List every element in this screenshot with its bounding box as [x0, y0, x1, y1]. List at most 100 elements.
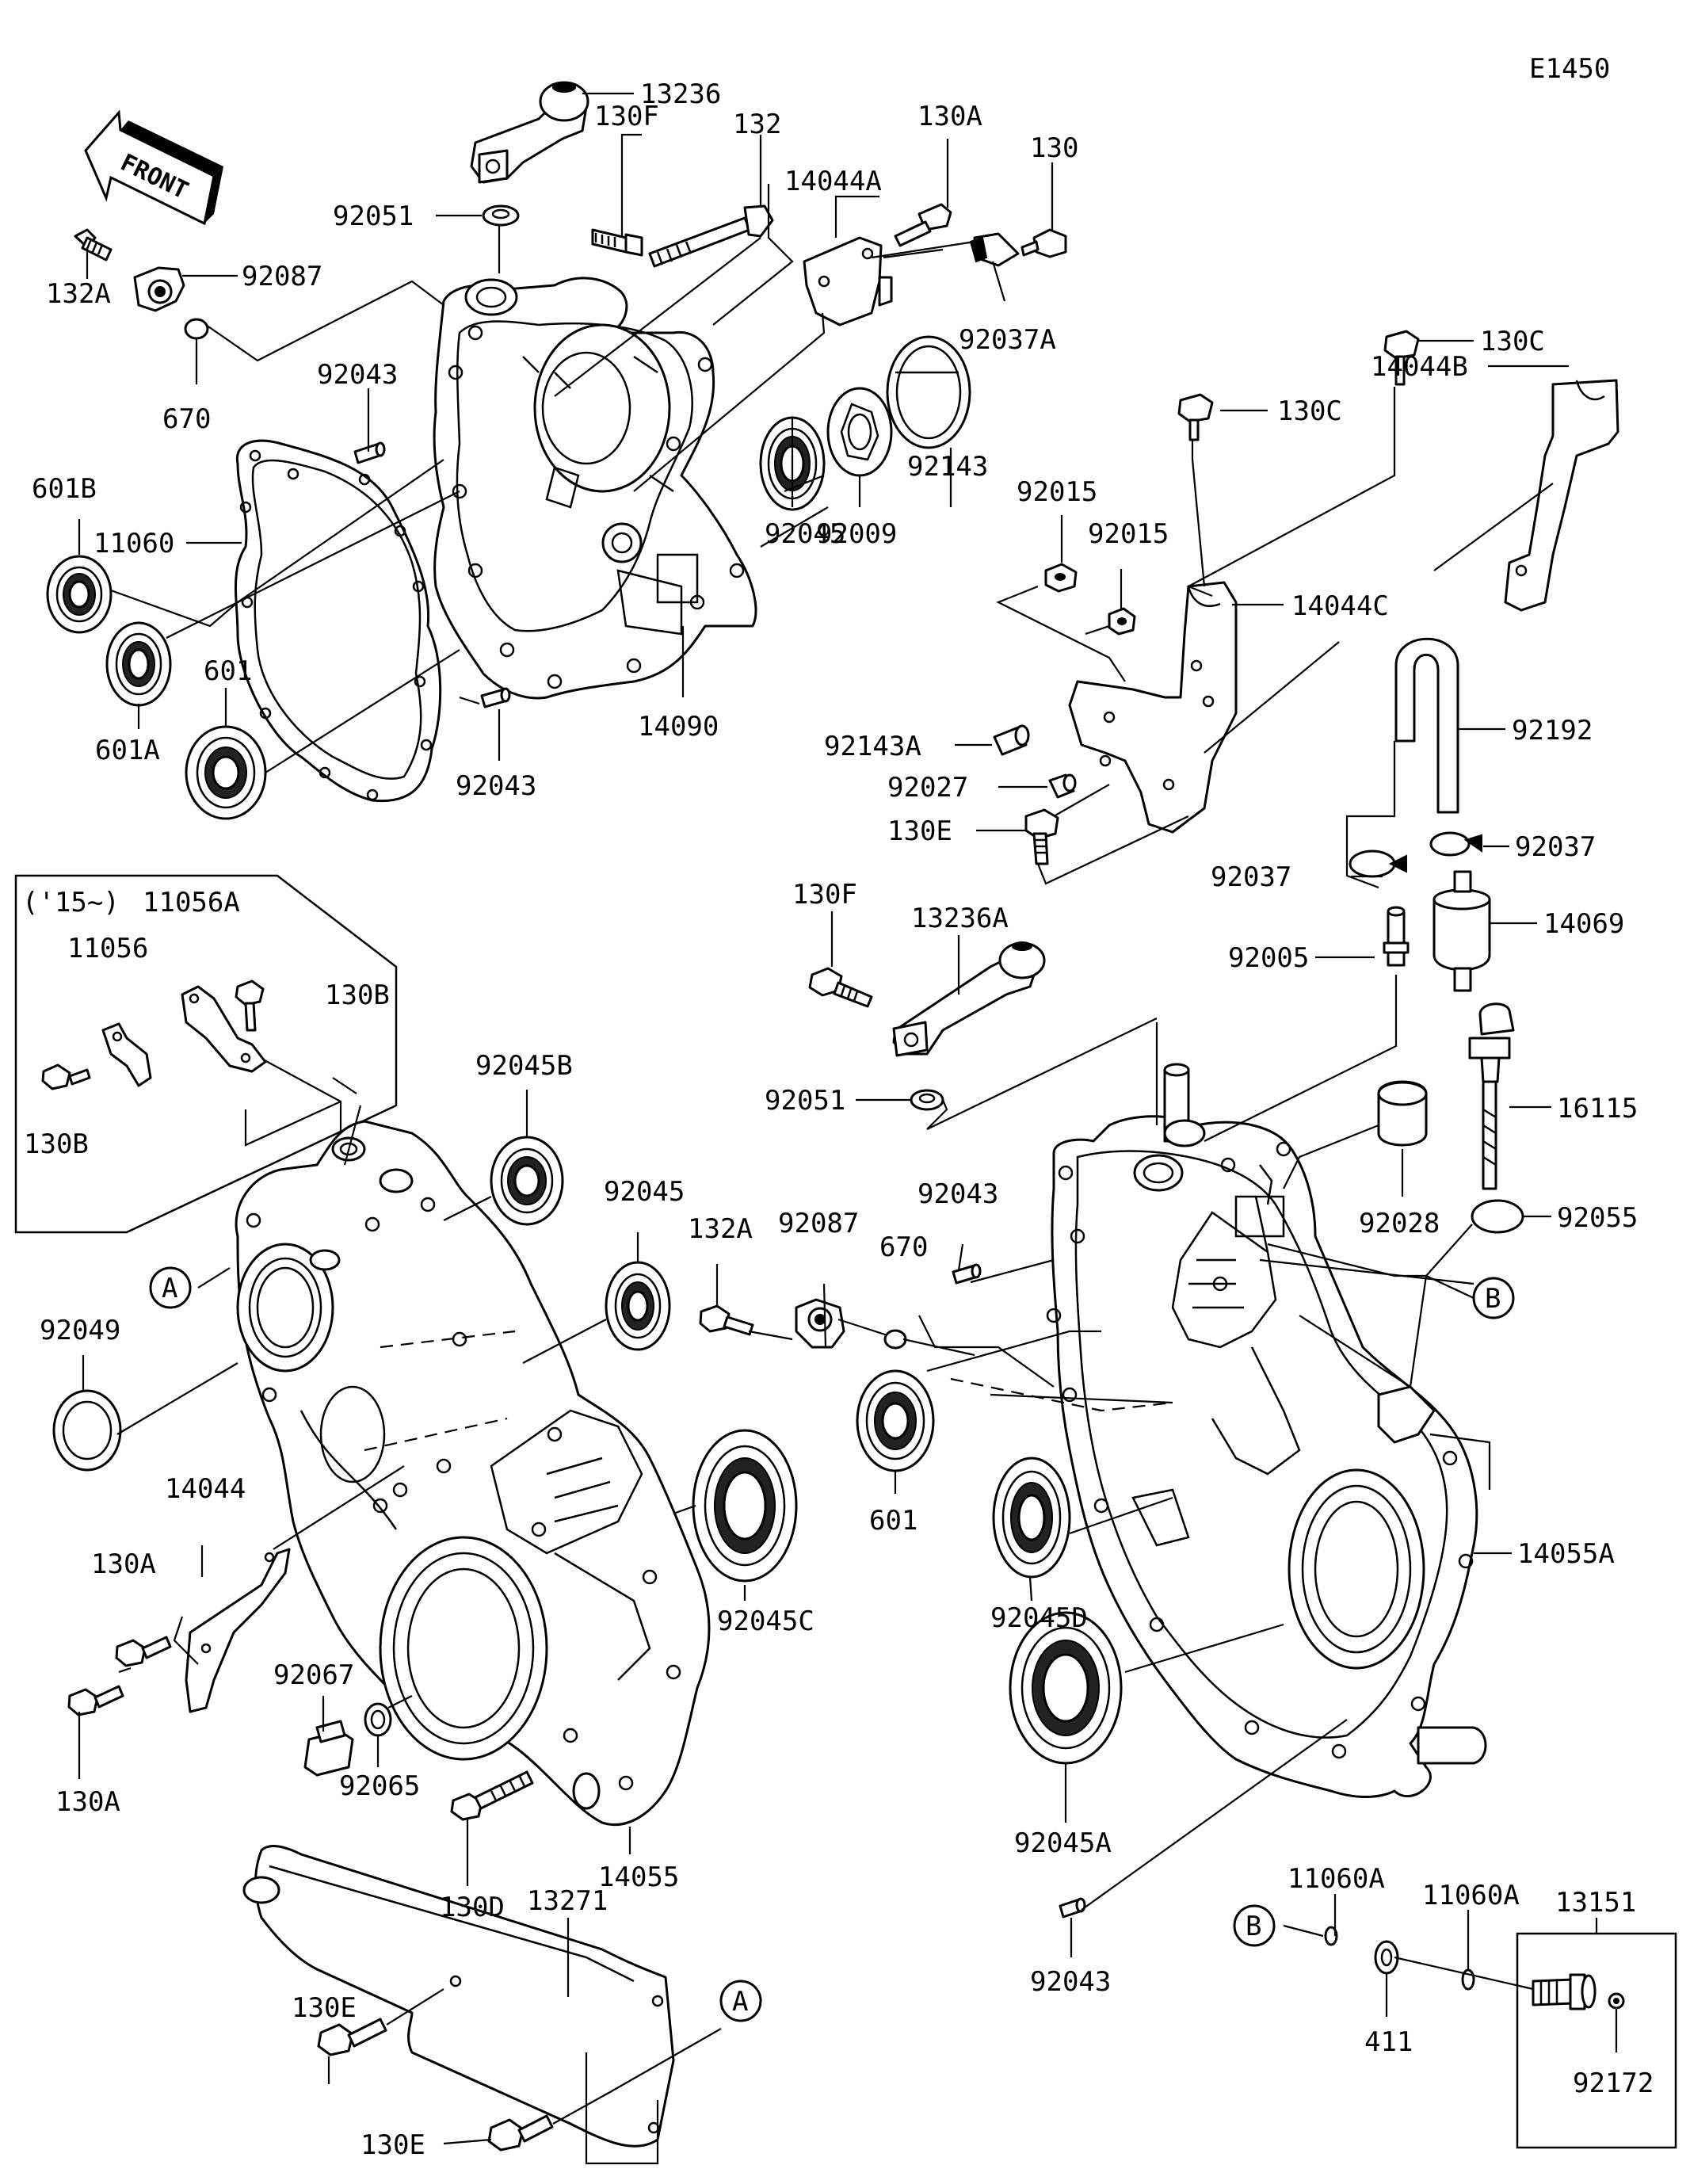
bolt-132A-mid	[699, 1304, 754, 1336]
svg-text:A: A	[732, 1986, 748, 2018]
label-92045B: 92045B	[475, 1050, 573, 1082]
dowel-92043-d	[1059, 1897, 1086, 1919]
oring-670-top	[184, 318, 209, 340]
label-92049: 92049	[40, 1315, 120, 1346]
dowel-92043-b	[480, 687, 511, 708]
diagram-code: E1450	[1529, 53, 1610, 85]
bolt-130C-2	[1177, 393, 1214, 441]
bearing-92045C	[692, 1429, 798, 1583]
bolt-130A-2	[67, 1685, 124, 1716]
inset-note: ('15~)	[22, 887, 120, 918]
label-14090: 14090	[638, 711, 719, 743]
bolt-130A-1	[115, 1636, 172, 1667]
label-92192: 92192	[1512, 715, 1593, 746]
label-130B-1: 130B	[325, 979, 390, 1011]
nut-92015-b	[1108, 607, 1136, 636]
label-92087-top: 92087	[242, 261, 322, 292]
bearing-92045A	[1009, 1611, 1123, 1765]
label-92055: 92055	[1557, 1202, 1638, 1234]
frame-13151	[1516, 1932, 1677, 2149]
label-130C-1: 130C	[1480, 326, 1545, 357]
label-92043-4: 92043	[1030, 1966, 1111, 1998]
bearing-92045D	[992, 1457, 1071, 1579]
label-411: 411	[1364, 2026, 1413, 2058]
label-11060: 11060	[93, 528, 174, 559]
label-92143: 92143	[907, 451, 988, 483]
dowel-92043-c	[952, 1263, 982, 1285]
filter-14069	[1432, 870, 1491, 992]
label-11056A: 11056A	[143, 887, 240, 918]
label-14055: 14055	[598, 1861, 679, 1893]
label-11060A-1: 11060A	[1288, 1863, 1385, 1895]
switch-92087-mid	[795, 1298, 845, 1349]
label-130F-mid: 130F	[792, 879, 857, 911]
seal-92049	[52, 1389, 122, 1472]
label-13151: 13151	[1555, 1887, 1636, 1919]
washer-411	[1374, 1940, 1399, 1975]
label-92172: 92172	[1573, 2068, 1654, 2099]
lever-13236A	[892, 941, 1046, 1057]
label-16115: 16115	[1557, 1093, 1638, 1124]
bracket-14044B	[1504, 379, 1619, 612]
label-92045D: 92045D	[990, 1602, 1088, 1634]
label-92015-1: 92015	[1017, 476, 1097, 508]
nut-92009	[826, 387, 893, 477]
label-14055A: 14055A	[1517, 1538, 1615, 1570]
label-132: 132	[733, 109, 781, 140]
label-601-mid: 601	[869, 1505, 917, 1537]
label-132A-mid: 132A	[688, 1213, 753, 1245]
bearing-601A	[105, 621, 172, 707]
label-130A-2: 130A	[55, 1786, 120, 1818]
gasket-11060	[235, 439, 442, 803]
label-601B: 601B	[32, 473, 97, 505]
label-92043-3: 92043	[917, 1178, 998, 1210]
label-92043-1: 92043	[317, 359, 398, 391]
label-130E-mid: 130E	[887, 815, 952, 847]
label-92005: 92005	[1228, 942, 1309, 974]
label-92037-r: 92037	[1515, 831, 1596, 863]
bolt-130F-top	[591, 228, 643, 257]
bolt-130B-2	[41, 1063, 91, 1090]
drain-bolt-13151	[1532, 1973, 1597, 2010]
label-130-top: 130	[1030, 132, 1078, 164]
label-13236: 13236	[640, 78, 721, 110]
label-130A-1: 130A	[91, 1548, 156, 1580]
washer-92065	[364, 1702, 392, 1737]
bracket-11056A	[181, 985, 267, 1073]
label-13271: 13271	[527, 1885, 608, 1917]
label-92051-top: 92051	[333, 200, 414, 232]
label-92028: 92028	[1359, 1208, 1440, 1239]
label-92037-l: 92037	[1211, 861, 1291, 893]
bolt-130-top	[1020, 228, 1067, 258]
bolt-130C-1	[1383, 330, 1420, 386]
plug-92067	[303, 1720, 354, 1777]
case-14055A	[1046, 1063, 1487, 1798]
fitting-92005	[1383, 906, 1410, 967]
label-14044C: 14044C	[1291, 590, 1389, 622]
clamp-92037-l	[1349, 850, 1407, 878]
bracket-11056	[101, 1022, 152, 1087]
label-11060A-2: 11060A	[1422, 1880, 1520, 1911]
label-130E-1: 130E	[292, 1992, 357, 2024]
label-130C-2: 130C	[1277, 395, 1342, 427]
oring-670-mid	[883, 1329, 907, 1350]
label-92067: 92067	[273, 1659, 354, 1691]
label-130F-top: 130F	[594, 101, 659, 132]
bolt-132	[648, 204, 774, 268]
label-92045-mid: 92045	[604, 1176, 685, 1208]
bolt-130B-1	[235, 979, 265, 1032]
label-92027: 92027	[887, 772, 968, 804]
leader-lines	[78, 92, 1618, 2165]
bearing-601B	[46, 555, 113, 634]
label-670-mid: 670	[879, 1231, 928, 1263]
label-92051-mid: 92051	[765, 1085, 845, 1117]
bolt-130E-mid	[1024, 808, 1059, 865]
label-130D: 130D	[440, 1892, 505, 1923]
hose-92192	[1394, 637, 1459, 814]
label-92015-2: 92015	[1088, 518, 1169, 550]
cover-14090	[433, 277, 757, 700]
label-14044B: 14044B	[1371, 351, 1468, 383]
circle-ref-b-lower: B	[1233, 1904, 1276, 1947]
washer-11060A-1	[1324, 1926, 1338, 1946]
collar-92143A	[993, 724, 1030, 756]
